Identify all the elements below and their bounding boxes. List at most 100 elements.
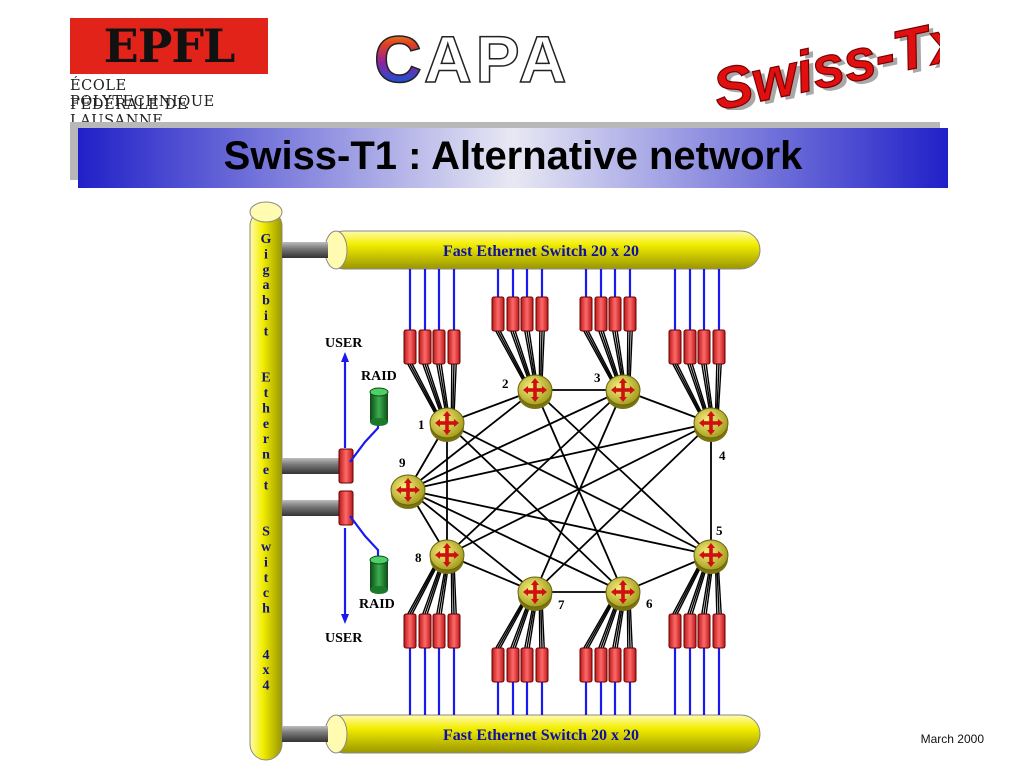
router-3 — [605, 374, 641, 409]
mesh-link-9-6 — [407, 489, 624, 593]
user-bottom-label: USER — [325, 631, 363, 646]
router-arrow-e-4 — [718, 419, 723, 427]
mesh-link-4-8 — [446, 422, 712, 556]
network-module-3-2 — [608, 296, 622, 332]
gigabit-label-char-3: a — [263, 278, 270, 293]
mesh-link-9-3 — [407, 389, 624, 491]
router-7 — [517, 576, 553, 611]
router-arrow-w-4 — [699, 419, 704, 427]
network-module-6-3 — [623, 647, 637, 683]
router-arrow-s-6 — [619, 599, 627, 604]
node-label-6: 6 — [646, 596, 653, 611]
router-arrow-n-8 — [443, 543, 451, 548]
capa-logo-rest: APA — [424, 22, 570, 92]
gigabit-label-char-29: 4 — [263, 679, 270, 694]
gigabit-label-char-4: b — [262, 294, 270, 309]
router-arrow-h-8 — [438, 553, 456, 557]
swisstx-logo: Swiss-Tx Swiss-Tx — [707, 6, 940, 110]
gigabit-label-char-13: r — [263, 432, 269, 447]
gigabit-label-char-12: e — [263, 417, 269, 432]
router-arrow-n-1 — [443, 411, 451, 416]
network-module-3-1 — [594, 296, 608, 332]
network-module-6-2 — [608, 647, 622, 683]
network-module-8-0 — [403, 613, 417, 649]
router-arrow-h-9 — [399, 488, 417, 492]
network-module-4-2 — [697, 329, 711, 365]
mesh-link-1-6 — [446, 422, 624, 593]
router-arrow-w-3 — [611, 386, 616, 394]
network-module-3-3 — [623, 296, 637, 332]
network-module-1-0 — [403, 329, 417, 365]
gigabit-label-char-10: t — [264, 386, 269, 401]
network-modules — [403, 296, 726, 683]
network-module-2-1 — [506, 296, 520, 332]
router-arrow-s-3 — [619, 397, 627, 402]
router-arrow-h-6 — [614, 590, 632, 594]
router-arrow-h-2 — [526, 388, 544, 392]
epfl-name-line1: ÉCOLE POLYTECHNIQUE — [70, 78, 215, 110]
network-module-5-2 — [697, 613, 711, 649]
router-arrow-s-4 — [707, 430, 715, 435]
network-module-4-3 — [712, 329, 726, 365]
network-module-7-0 — [491, 647, 505, 683]
gigabit-label-char-11: h — [262, 401, 270, 416]
router-arrow-w-2 — [523, 386, 528, 394]
raid-bottom — [369, 555, 389, 594]
network-module-7-3 — [535, 647, 549, 683]
router-arrow-s-2 — [531, 397, 539, 402]
capa-logo-c: C — [374, 22, 422, 92]
network-module-7-1 — [506, 647, 520, 683]
node-label-9: 9 — [399, 455, 406, 470]
network-module-1-1 — [418, 329, 432, 365]
blue-uplinks — [408, 269, 721, 715]
node-fan-links — [407, 330, 722, 649]
network-module-6-0 — [579, 647, 593, 683]
gigabit-label-char-23: c — [263, 586, 269, 601]
router-arrow-n-5 — [707, 543, 715, 548]
router-arrow-e-1 — [454, 419, 459, 427]
network-module-2-3 — [535, 296, 549, 332]
gigabit-connectors — [282, 242, 340, 742]
router-arrow-n-9 — [404, 478, 412, 483]
node-label-2: 2 — [502, 376, 509, 391]
router-2 — [517, 374, 553, 409]
network-module-5-3 — [712, 613, 726, 649]
mesh-link-2-5 — [534, 389, 712, 556]
gigabit-label-char-1: i — [264, 247, 268, 262]
router-arrow-s-5 — [707, 562, 715, 567]
footer-date: March 2000 — [920, 732, 984, 746]
router-arrow-w-1 — [435, 419, 440, 427]
router-arrow-w-7 — [523, 588, 528, 596]
user-top-label: USER — [325, 336, 363, 351]
router-arrow-n-6 — [619, 580, 627, 585]
gigabit-label-char-21: i — [264, 555, 268, 570]
router-9 — [390, 474, 426, 509]
gigabit-label-char-9: E — [261, 371, 270, 386]
raid-bottom-label: RAID — [359, 597, 395, 612]
gigabit-label-char-27: 4 — [263, 648, 270, 663]
node-label-7: 7 — [558, 597, 565, 612]
router-arrow-w-6 — [611, 588, 616, 596]
node-label-1: 1 — [418, 417, 425, 432]
router-arrow-w-5 — [699, 551, 704, 559]
router-arrow-e-3 — [630, 386, 635, 394]
gigabit-label-char-5: i — [264, 309, 268, 324]
network-module-7-2 — [520, 647, 534, 683]
raid-top-label: RAID — [361, 369, 397, 384]
mesh-link-9-5 — [407, 489, 712, 556]
raid-top — [369, 387, 389, 426]
gigabit-label-char-24: h — [262, 602, 270, 617]
page-title: Swiss-T1 : Alternative network — [223, 134, 803, 178]
gigabit-label-char-2: g — [263, 263, 270, 278]
mesh-link-3-7 — [534, 389, 624, 593]
epfl-logo-wordmark: EPFL — [103, 19, 236, 73]
gigabit-label-char-19: S — [262, 525, 270, 540]
bottom-fast-ethernet-switch — [324, 714, 761, 754]
network-module-3-0 — [579, 296, 593, 332]
router-arrow-e-2 — [542, 386, 547, 394]
gigabit-label-char-28: x — [263, 663, 270, 678]
router-arrow-n-7 — [531, 580, 539, 585]
network-module-5-0 — [668, 613, 682, 649]
router-4 — [693, 407, 729, 442]
